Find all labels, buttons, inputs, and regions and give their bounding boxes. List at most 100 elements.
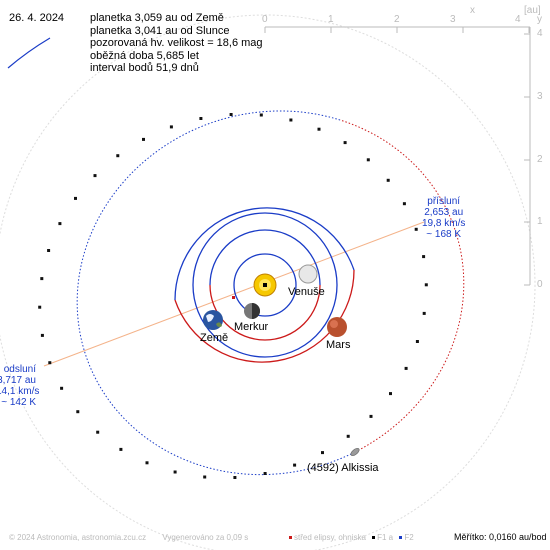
ellipse-center-marker: [232, 296, 235, 299]
generated-text: Vygenerováno za 0,09 s: [162, 533, 249, 542]
earth-orbit: [192, 212, 338, 358]
orbit-interval-dot: [173, 470, 177, 474]
orbit-interval-dot: [199, 117, 203, 120]
venus-label: Venuše: [288, 286, 325, 298]
orbit-interval-dot: [414, 227, 418, 231]
perihelion-distance: 2,653 au: [424, 207, 464, 218]
axis-scale: [264, 26, 531, 286]
orbit-interval-dot: [74, 196, 77, 200]
asteroid-orbit-upper: [76, 110, 356, 476]
footer-legend: střed elipsy, ohniska F1 a F2: [289, 533, 414, 542]
y-tick-4: 4: [537, 28, 543, 39]
aphelion-temperature: ~ 142 K: [1, 397, 36, 408]
mercury-label: Merkur: [234, 321, 269, 333]
orbit-interval-dot: [76, 410, 80, 414]
point-interval-line: interval bodů 51,9 dnů: [90, 62, 199, 74]
venus-orbit-lower: [209, 284, 321, 341]
orbit-interval-dot: [38, 305, 42, 309]
venus-planet: [298, 264, 318, 284]
venus-orbit-upper: [209, 229, 321, 286]
orbit-interval-dot: [289, 118, 293, 122]
footer-credit: © 2024 Astronomia, astronomia.zcu.cz Vyg…: [9, 533, 248, 542]
orbit-interval-dot: [96, 430, 100, 434]
orbit-interval-dot: [229, 113, 233, 116]
x-tick-1: 1: [328, 14, 334, 25]
mars-planet: [327, 317, 347, 337]
orbit-interval-dot: [259, 113, 263, 117]
aphelion-label: odsluní 3,717 au 14,1 km/s ~ 142 K: [0, 364, 40, 408]
orbit-interval-dot: [116, 154, 120, 158]
orbit-interval-dot: [415, 340, 419, 343]
orbit-interval-dot: [404, 366, 408, 370]
mars-orbit-upper: [174, 207, 355, 301]
orbit-interval-dot: [119, 447, 123, 451]
center-marker-swatch: [289, 536, 292, 540]
apsis-line: [43, 221, 425, 367]
legend-f1-text: F1 a: [377, 533, 394, 542]
earth-planet: [203, 310, 223, 330]
asteroid-label: (4592) Alkissia: [307, 462, 379, 474]
aphelion-distance: 3,717 au: [0, 375, 36, 386]
orbit-interval-dot: [293, 463, 297, 467]
orbit-interval-dot: [93, 174, 97, 178]
orbit-interval-dot: [169, 125, 173, 129]
orbit-interval-dot: [40, 277, 44, 281]
orbit-interval-dot: [422, 255, 426, 259]
aphelion-title: odsluní: [3, 364, 36, 375]
asteroid-orbit-lower: [339, 119, 465, 453]
perihelion-speed: 19,8 km/s: [422, 218, 466, 229]
orbit-interval-dot: [203, 475, 207, 479]
y-axis-label: y: [537, 14, 542, 25]
x-tick-3: 3: [450, 14, 456, 25]
orbit-interval-dot: [402, 202, 406, 206]
perihelion-label: přísluní 2,653 au 19,8 km/s ~ 168 K: [422, 196, 465, 240]
orbit-interval-dot: [386, 178, 390, 182]
sun-distance-line: planetka 3,041 au od Slunce: [90, 24, 230, 37]
x-axis-label: x: [470, 5, 475, 16]
orbit-interval-dot: [47, 249, 51, 252]
scale-text: Měřítko: 0,0160 au/bod: [454, 532, 547, 542]
mercury-planet: [244, 303, 260, 319]
orbit-interval-dot: [317, 127, 321, 131]
mercury-orbit: [233, 253, 297, 317]
orbit-interval-dot: [58, 222, 62, 226]
perihelion-temperature: ~ 168 K: [426, 229, 462, 240]
orbital-period-line: oběžná doba 5,685 let: [90, 49, 199, 62]
mars-orbit-lower: [174, 269, 355, 363]
sun: [253, 273, 277, 297]
earth-distance-line: planetka 3,059 au od Země: [90, 12, 224, 24]
y-tick-3: 3: [537, 91, 543, 102]
asteroid-info-panel: planetka 3,059 au od Země planetka 3,041…: [90, 12, 263, 75]
x-tick-4: 4: [515, 14, 521, 25]
orbit-interval-dot: [263, 472, 267, 475]
orbit-interval-dot: [40, 333, 44, 337]
f2-marker-swatch: [399, 536, 403, 540]
orbit-interval-dot: [424, 283, 428, 287]
orbit-interval-dot: [142, 137, 145, 141]
orbit-interval-dot: [369, 414, 373, 418]
y-tick-0: 0: [537, 279, 543, 290]
earth-label: Země: [200, 332, 229, 344]
orbit-interval-dot: [366, 158, 370, 162]
orbit-interval-dot: [233, 476, 237, 479]
orbit-interval-dot: [60, 386, 64, 390]
aphelion-speed: 14,1 km/s: [0, 386, 40, 397]
asteroid-body: [350, 447, 360, 457]
orbit-interval-dot: [389, 392, 392, 396]
credit-text: © 2024 Astronomia, astronomia.zcu.cz: [9, 533, 147, 542]
x-tick-0: 0: [262, 14, 268, 25]
axis-unit: [au]: [524, 5, 541, 16]
legend-f2-text: F2: [404, 533, 414, 542]
distant-orbit-arc: [0, 14, 536, 550]
orbit-point-markers: [38, 113, 428, 479]
orbit-interval-dot: [145, 461, 149, 465]
legend-center-text: střed elipsy, ohniska: [294, 533, 366, 542]
orbit-interval-dot: [422, 311, 426, 315]
f1-marker-swatch: [372, 536, 376, 540]
magnitude-line: pozorovaná hv. velikost = 18,6 mag: [90, 37, 263, 49]
y-tick-1: 1: [537, 216, 543, 227]
observation-date: 26. 4. 2024: [9, 12, 65, 24]
perihelion-title: přísluní: [427, 196, 461, 207]
orbit-interval-dot: [346, 434, 350, 438]
